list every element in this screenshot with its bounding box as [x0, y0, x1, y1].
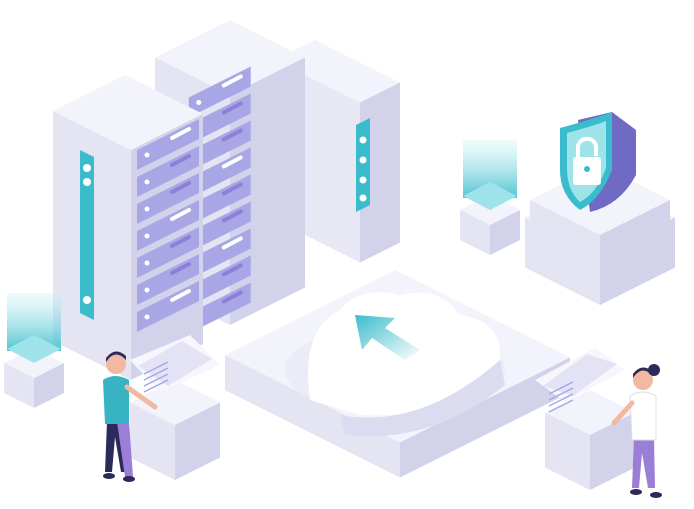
server-rack-back-top — [275, 40, 400, 103]
middle-rack-drive-handle — [221, 155, 243, 169]
front-rack-drive-handle — [170, 208, 191, 221]
kiosk-left-screen-line — [143, 361, 169, 375]
kiosk-right-screen-display — [543, 354, 617, 396]
lock-keyhole-icon — [584, 166, 590, 172]
person-right-torso — [629, 391, 657, 441]
kiosk-left-base-left-face — [130, 402, 175, 480]
server-rack-front-top — [53, 75, 203, 150]
front-rack-drive-led — [144, 287, 150, 293]
front-rack-drive-handle — [170, 289, 191, 302]
person-left-torso — [103, 376, 129, 424]
kiosk-right-base-right-face — [590, 412, 635, 490]
glass-cube-right-pedestal-left-face — [460, 210, 490, 255]
glass-cube-right-pedestal-right-face — [490, 210, 520, 255]
glass-cube-left — [7, 293, 61, 363]
shield-pedestal-lower-right-face — [600, 217, 675, 305]
cloud-shadow — [340, 360, 505, 437]
person-right-legs — [632, 438, 655, 488]
glass-cube-left-glass — [7, 293, 61, 351]
middle-rack-drive-handle — [221, 290, 243, 304]
kiosk-right-screen — [535, 348, 625, 413]
front-rack-led — [83, 178, 91, 186]
rack-status-led — [359, 194, 367, 202]
kiosk-left-screen-display — [138, 341, 212, 386]
person-left-head — [106, 354, 126, 374]
front-rack-drive-led — [144, 233, 150, 239]
kiosk-left-screen — [130, 335, 220, 393]
person-left-hair — [106, 351, 126, 362]
rack-status-led — [359, 136, 367, 144]
kiosk-right-base — [545, 390, 635, 490]
kiosk-right-screen-line — [548, 393, 574, 407]
shield-pedestal-upper-right-face — [600, 200, 670, 265]
kiosk-right-screen-line — [548, 387, 574, 401]
front-rack-drive-led — [144, 314, 150, 320]
glass-cube-right-glass — [463, 140, 517, 198]
middle-rack-drive-handle — [221, 236, 243, 250]
kiosk-left-base — [130, 380, 220, 480]
middle-rack-drive-handle — [221, 101, 243, 115]
front-rack-led — [83, 296, 91, 304]
glass-cube-left-pedestal-right-face — [34, 363, 64, 408]
middle-rack-drive-handle — [221, 263, 243, 277]
person-left — [103, 351, 158, 482]
glass-cube-left-pedestal — [4, 348, 64, 408]
person-left-shoe — [103, 473, 115, 479]
front-rack-drive-handle — [170, 181, 191, 194]
rack-status-led — [359, 176, 367, 184]
front-rack-drive-led — [144, 206, 150, 212]
rack-status-led — [359, 156, 367, 164]
kiosk-left-screen-line — [143, 379, 169, 393]
front-rack-drive-handle — [170, 127, 191, 140]
upload-arrow-icon — [355, 315, 420, 360]
person-right-hair-bun — [648, 364, 660, 376]
middle-rack-drive-handle — [221, 128, 243, 142]
front-rack-status-strip — [80, 150, 94, 320]
cloud-platform-right-face — [400, 357, 570, 478]
shield-pedestal-upper-left-face — [530, 200, 600, 265]
kiosk-left-base-right-face — [175, 402, 220, 480]
front-rack-drive-led — [144, 179, 150, 185]
front-rack-drive-led — [144, 152, 150, 158]
front-rack-drive-led — [144, 260, 150, 266]
rack-status-strip — [356, 118, 370, 212]
middle-rack-drive-handle — [221, 182, 243, 196]
glass-cube-left-glass-base — [7, 335, 61, 363]
kiosk-right-screen-line — [548, 399, 574, 413]
person-right-hair — [633, 367, 653, 378]
kiosk-right-screen-line — [548, 381, 574, 395]
front-rack-drive-handle — [170, 235, 191, 248]
person-right — [611, 364, 662, 498]
kiosk-left-screen-line — [143, 373, 169, 387]
shield — [560, 112, 636, 212]
front-rack-drive-handle — [170, 262, 191, 275]
person-right-shoe — [630, 489, 642, 495]
cloud-upload — [285, 292, 505, 437]
front-rack-led — [83, 164, 91, 172]
kiosk-left-screen-line — [143, 367, 169, 381]
shield-pedestal-lower-left-face — [525, 217, 600, 305]
lock-shackle-icon — [575, 136, 598, 160]
cloud-platform-left-face — [225, 355, 400, 478]
glass-cube-left-pedestal-left-face — [4, 363, 34, 408]
person-left-leg-front — [117, 422, 133, 477]
glass-cube-right-glass-base — [463, 182, 517, 210]
middle-rack-drive-handle — [221, 209, 243, 223]
middle-rack-drive-led — [196, 100, 202, 105]
middle-rack-drive-handle — [221, 74, 243, 88]
person-left-shoe — [123, 476, 135, 482]
server-rack-front — [53, 75, 203, 380]
front-rack-drive-handle — [170, 154, 191, 167]
kiosk-right-base-left-face — [545, 412, 590, 490]
person-right-arm — [611, 400, 635, 426]
person-left-arm — [124, 384, 158, 410]
glass-cube-right — [463, 140, 517, 210]
person-right-head — [633, 370, 653, 390]
person-right-shoe — [650, 492, 662, 498]
